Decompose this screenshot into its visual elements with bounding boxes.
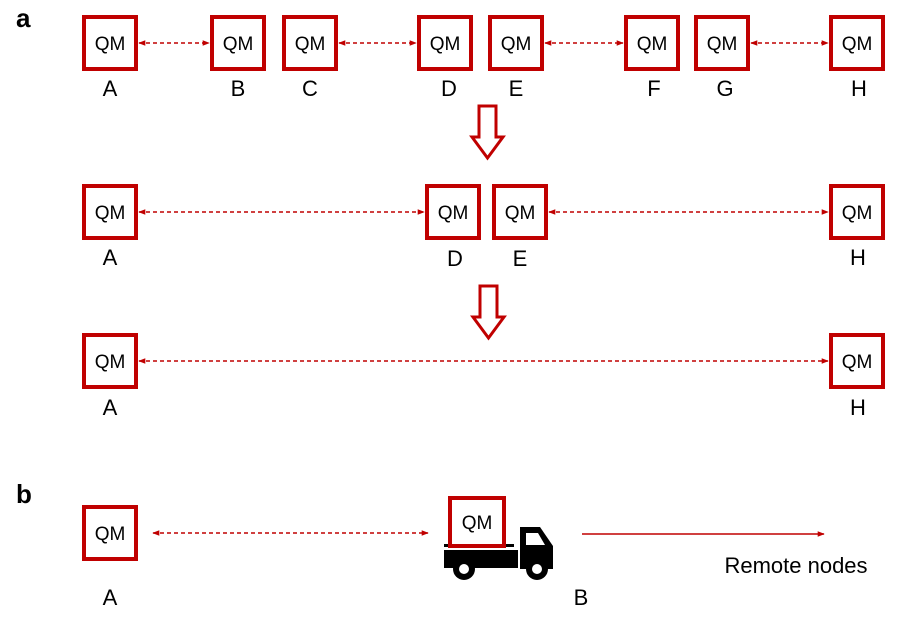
node-label-b: B — [574, 585, 589, 610]
node-label-d: D — [447, 246, 463, 271]
qm-node-d: QM — [417, 15, 473, 71]
truck-icon — [444, 527, 553, 580]
qm-node-f: QM — [624, 15, 680, 71]
remote-nodes-caption: Remote nodes — [724, 553, 867, 578]
qm-node-label: QM — [462, 513, 493, 534]
qm-node-label: QM — [505, 203, 536, 224]
qm-node-label: QM — [842, 352, 873, 373]
node-label-e: E — [513, 246, 528, 271]
qm-node-g: QM — [694, 15, 750, 71]
qm-node-b: QM — [448, 496, 506, 548]
panel-b: QM QM Remote nodes A B — [82, 496, 868, 610]
node-label-a: A — [103, 395, 118, 420]
node-label-a: A — [103, 585, 118, 610]
truck-wheel-hub — [532, 564, 542, 574]
qm-node-h: QM — [829, 333, 885, 389]
qm-node-label: QM — [223, 34, 254, 55]
qm-node-a: QM — [82, 505, 138, 561]
qm-node-label: QM — [707, 34, 738, 55]
node-label-g: G — [716, 76, 733, 101]
node-label-f: F — [647, 76, 660, 101]
qm-node-h: QM — [829, 15, 885, 71]
qm-node-label: QM — [95, 203, 126, 224]
down-arrow-icon — [470, 284, 507, 341]
qm-node-label: QM — [842, 34, 873, 55]
node-label-d: D — [441, 76, 457, 101]
down-arrow-icon — [469, 104, 506, 161]
qm-node-d: QM — [425, 184, 481, 240]
qm-node-label: QM — [295, 34, 326, 55]
row-2: QM QM QM QM A D E H — [82, 184, 885, 271]
row-1: QM QM QM QM QM QM QM QM A B C D E F G H — [82, 15, 885, 101]
qm-node-label: QM — [842, 203, 873, 224]
panel-label-a: a — [16, 3, 31, 33]
node-label-h: H — [850, 245, 866, 270]
qm-node-e: QM — [492, 184, 548, 240]
truck-wheel-hub — [459, 564, 469, 574]
qm-node-label: QM — [501, 34, 532, 55]
qm-node-label: QM — [95, 524, 126, 545]
node-label-e: E — [509, 76, 524, 101]
qm-node-e: QM — [488, 15, 544, 71]
qm-node-label: QM — [637, 34, 668, 55]
truck-window — [526, 533, 545, 545]
qm-node-label: QM — [95, 34, 126, 55]
qm-node-a: QM — [82, 333, 138, 389]
qm-node-b: QM — [210, 15, 266, 71]
qm-node-a: QM — [82, 15, 138, 71]
qm-node-label: QM — [95, 352, 126, 373]
node-label-a: A — [103, 76, 118, 101]
node-label-c: C — [302, 76, 318, 101]
node-label-a: A — [103, 245, 118, 270]
node-label-h: H — [850, 395, 866, 420]
panel-label-b: b — [16, 479, 32, 509]
node-label-b: B — [231, 76, 246, 101]
qm-node-c: QM — [282, 15, 338, 71]
qm-node-h: QM — [829, 184, 885, 240]
qm-node-a: QM — [82, 184, 138, 240]
row-3: QM QM A H — [82, 333, 885, 420]
qm-node-label: QM — [438, 203, 469, 224]
qm-node-label: QM — [430, 34, 461, 55]
node-label-h: H — [851, 76, 867, 101]
